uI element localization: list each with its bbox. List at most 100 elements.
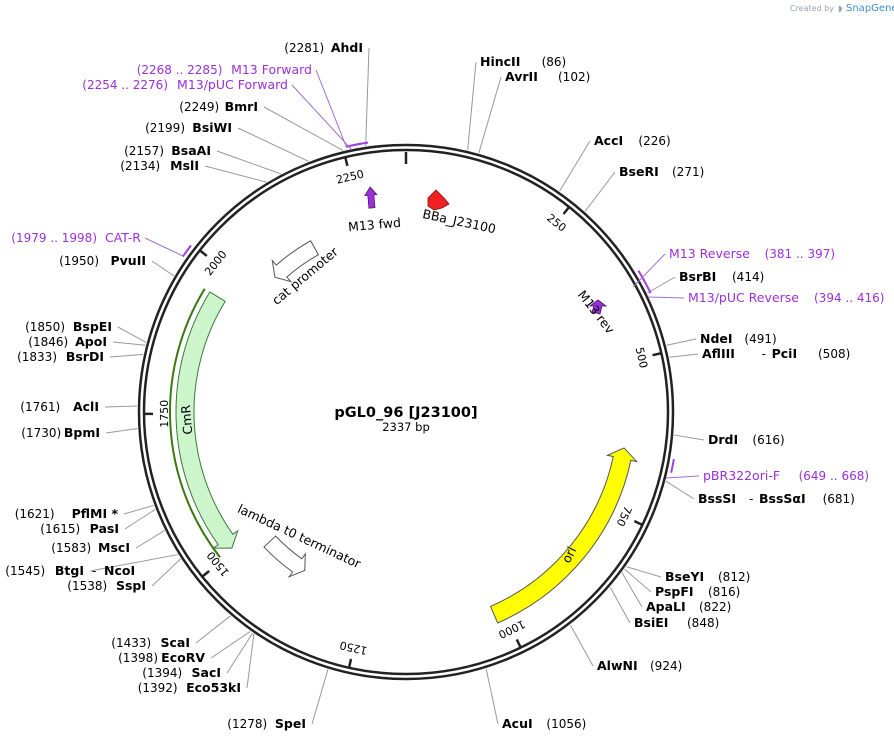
m13-rev-feature[interactable]: M13 rev bbox=[575, 287, 618, 337]
bsssi-site[interactable]: BssSI-BssSαI(681) bbox=[698, 491, 855, 506]
m13pucfwd-primer-leader bbox=[291, 84, 353, 151]
bsiwi-site[interactable]: BsiWI(2199) bbox=[145, 120, 232, 135]
m13pucfwd-primer[interactable]: M13/pUC Forward(2254 .. 2276) bbox=[82, 77, 288, 92]
bseyi-site[interactable]: BseYI(812) bbox=[665, 569, 750, 584]
pspfi-name: PspFI bbox=[655, 584, 694, 599]
bspei-site[interactable]: BspEI(1850) bbox=[25, 319, 112, 334]
bsrdi-name: BsrDI bbox=[66, 349, 104, 364]
m13pucfwd-primer-name: M13/pUC Forward bbox=[177, 77, 288, 92]
pspfi-site[interactable]: PspFI(816) bbox=[655, 584, 740, 599]
site-leaders bbox=[89, 47, 705, 725]
acli-name: AclI bbox=[73, 399, 99, 414]
m13fwd-primer[interactable]: M13 Forward(2268 .. 2285) bbox=[137, 62, 312, 77]
hincii-site[interactable]: HincII(86) bbox=[480, 54, 566, 69]
pbr322-primer[interactable]: pBR322ori-F(649 .. 668) bbox=[703, 468, 869, 483]
ahdi-site[interactable]: AhdI(2281) bbox=[284, 40, 363, 55]
pflmi-site[interactable]: PflMI *(1621) bbox=[15, 506, 119, 521]
alwni-name: AlwNI bbox=[597, 658, 638, 673]
map-size: 2337 bp bbox=[382, 420, 430, 434]
primer-labels: M13 Forward(2268 .. 2285)M13/pUC Forward… bbox=[11, 62, 884, 483]
m13-fwd-label: M13 fwd bbox=[347, 215, 401, 235]
acui-name: AcuI bbox=[502, 716, 533, 731]
hincii-leader bbox=[467, 61, 477, 151]
bseri-site[interactable]: BseRI(271) bbox=[619, 164, 704, 179]
catr-primer[interactable]: CAT-R(1979 .. 1998) bbox=[11, 230, 141, 245]
bsiei-site[interactable]: BsiEI(848) bbox=[634, 615, 719, 630]
pasi-pos: (1615) bbox=[40, 522, 80, 536]
cat-promoter-feature[interactable] bbox=[271, 240, 320, 283]
avrii-site[interactable]: AvrII(102) bbox=[505, 69, 590, 84]
sspi-site[interactable]: SspI(1538) bbox=[67, 578, 146, 593]
bmri-pos: (2249) bbox=[179, 100, 219, 114]
btgi-site[interactable]: BtgI(1545)NcoI- bbox=[5, 563, 135, 578]
site-labels: AhdI(2281) BmrI (2249) BsiWI(2199) BsaAI(215… bbox=[5, 40, 855, 731]
cmr-strand-line bbox=[169, 288, 221, 558]
bsrbi-site[interactable]: BsrBI(414) bbox=[679, 269, 764, 284]
bsaai-leader bbox=[216, 150, 282, 175]
m13pucrev-primer-name: M13/pUC Reverse bbox=[688, 290, 799, 305]
afliii-site[interactable]: AflIII-PciI(508) bbox=[702, 346, 850, 361]
bsiei-name: BsiEI bbox=[634, 615, 668, 630]
ndei-site[interactable]: NdeI(491) bbox=[700, 331, 777, 346]
bsrdi-site[interactable]: BsrDI(1833) bbox=[17, 349, 104, 364]
m13pucrev-primer-leader bbox=[647, 296, 685, 299]
msci-name: MscI bbox=[98, 540, 130, 555]
eco53ki-pos: (1392) bbox=[138, 681, 178, 695]
acci-pos: (226) bbox=[638, 134, 670, 148]
eco53ki-name: Eco53kI bbox=[186, 680, 241, 695]
msci-site[interactable]: MscI (1583) bbox=[51, 540, 130, 555]
alwni-leader bbox=[569, 624, 594, 667]
m13rev-primer[interactable]: M13 Reverse(381 .. 397) bbox=[669, 246, 835, 261]
alwni-site[interactable]: AlwNI(924) bbox=[597, 658, 682, 673]
eco53ki-site[interactable]: Eco53kI (1392) bbox=[138, 680, 241, 695]
pflmi-pos: (1621) bbox=[15, 507, 55, 521]
hincii-name: HincII bbox=[480, 54, 520, 69]
lambda-t0-feature[interactable] bbox=[263, 535, 306, 578]
scale-tick bbox=[652, 351, 662, 357]
btgi-pos: (1545) bbox=[5, 564, 45, 578]
m13fwd-primer-name: M13 Forward bbox=[231, 62, 312, 77]
bmri-site[interactable]: BmrI (2249) bbox=[179, 99, 258, 114]
bba-j23100-feature[interactable]: BBa_J23100 bbox=[421, 189, 497, 236]
m13pucfwd-primer-arc bbox=[345, 142, 362, 148]
acui-site[interactable]: AcuI (1056) bbox=[502, 716, 586, 731]
pvuii-site[interactable]: PvuII(1950) bbox=[59, 253, 146, 268]
drdi-site[interactable]: DrdI(616) bbox=[708, 432, 785, 447]
ecorv-name: EcoRV bbox=[161, 650, 205, 665]
pflmi-leader bbox=[123, 504, 154, 515]
m13rev-primer-name: M13 Reverse bbox=[669, 246, 750, 261]
scale-tick-label: 2000 bbox=[202, 248, 230, 278]
scale-tick-label: 1750 bbox=[158, 400, 171, 428]
apali-site[interactable]: ApaLI (822) bbox=[646, 599, 731, 614]
apali-name: ApaLI bbox=[646, 599, 686, 614]
ecorv-site[interactable]: EcoRV(1398) bbox=[118, 650, 205, 665]
bpmi-name: BpmI bbox=[64, 425, 100, 440]
acui-pos: (1056) bbox=[546, 717, 586, 731]
ori-feature[interactable] bbox=[489, 447, 639, 624]
m13pucrev-primer[interactable]: M13/pUC Reverse(394 .. 416) bbox=[688, 290, 884, 305]
spei-site[interactable]: SpeI(1278) bbox=[227, 716, 306, 731]
apoi-site[interactable]: ApoI(1846) bbox=[28, 334, 107, 349]
bsaai-site[interactable]: BsaAI(2157) bbox=[124, 143, 211, 158]
scale-tick bbox=[515, 638, 522, 649]
m13-fwd-feature[interactable]: M13 fwd bbox=[347, 186, 402, 235]
scai-site[interactable]: ScaI(1433) bbox=[111, 635, 190, 650]
ndei-pos: (491) bbox=[744, 332, 776, 346]
bseri-name: BseRI bbox=[619, 164, 659, 179]
scale-tick bbox=[347, 658, 353, 669]
msci-pos: (1583) bbox=[51, 541, 91, 555]
bsrdi-leader bbox=[109, 353, 144, 358]
msli-site[interactable]: MslI(2134) bbox=[120, 158, 199, 173]
pasi-site[interactable]: PasI(1615) bbox=[40, 521, 119, 536]
scale-tick bbox=[633, 519, 643, 527]
bmri-name: BmrI bbox=[225, 99, 258, 114]
acli-site[interactable]: AclI(1761) bbox=[20, 399, 99, 414]
apali-pos: (822) bbox=[699, 600, 731, 614]
acci-site[interactable]: AccI(226) bbox=[594, 133, 671, 148]
scale-tick bbox=[201, 570, 210, 578]
bpmi-site[interactable]: BpmI(1730) bbox=[21, 425, 100, 440]
apoi-leader bbox=[112, 341, 146, 346]
saci-site[interactable]: SacI(1394) bbox=[142, 665, 221, 680]
